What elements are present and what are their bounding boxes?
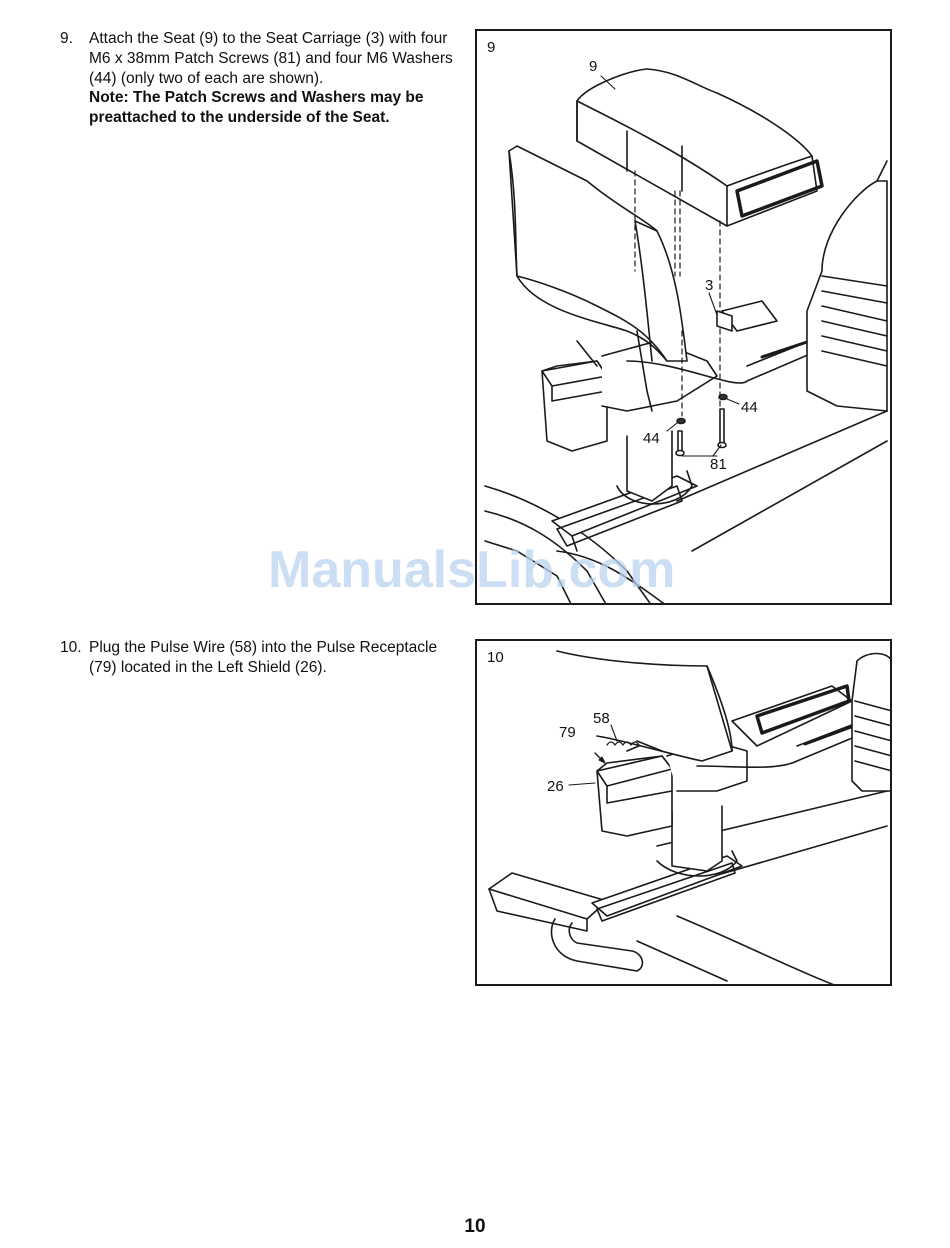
figure-9-illustration: 9 3 44 44 81: [484, 58, 888, 603]
step-9-instructions: 9. Attach the Seat (9) to the Seat Carri…: [60, 29, 455, 128]
callout-left-shield: 26: [547, 778, 564, 795]
callout-pulse-wire: 58: [593, 710, 610, 727]
figure-9-number: 9: [487, 39, 496, 56]
step-9-text: Attach the Seat (9) to the Seat Carriage…: [89, 30, 453, 87]
step-10-instructions: 10. Plug the Pulse Wire (58) into the Pu…: [60, 638, 455, 678]
callout-washer-left: 44: [643, 430, 660, 447]
callout-patch-screws: 81: [710, 456, 727, 473]
step-9-number: 9.: [60, 30, 73, 47]
page-number: 10: [464, 1216, 486, 1237]
figure-9: 9: [475, 29, 892, 605]
step-9-note: Note: The Patch Screws and Washers may b…: [89, 89, 424, 127]
callout-washer-right: 44: [741, 399, 758, 416]
step-10-text: Plug the Pulse Wire (58) into the Pulse …: [89, 639, 438, 676]
callout-seat: 9: [589, 58, 597, 75]
watermark: ManualsLib.com: [268, 541, 676, 599]
figure-10-number: 10: [487, 649, 504, 666]
callout-pulse-receptacle: 79: [559, 724, 576, 741]
figure-10-illustration: 58 79 26: [488, 650, 890, 984]
figure-10: 10: [475, 639, 892, 986]
callout-seat-carriage: 3: [705, 277, 713, 294]
step-10-number: 10.: [60, 639, 82, 656]
